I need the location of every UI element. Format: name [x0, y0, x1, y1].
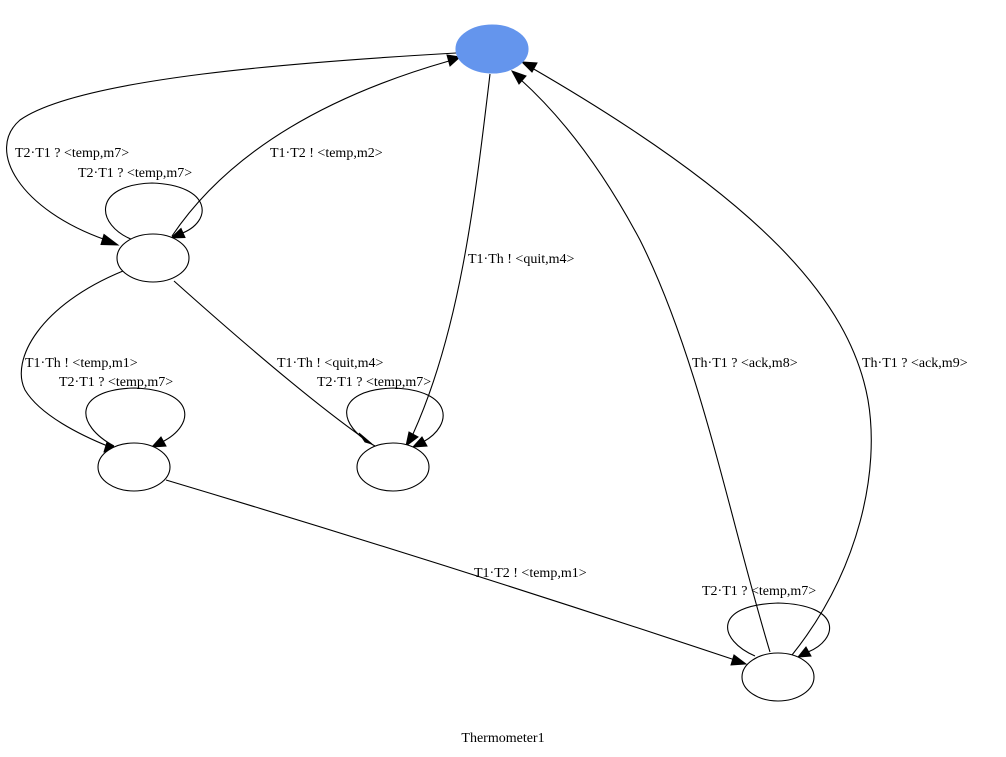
- edge-label: T1·T2 ! <temp,m2>: [270, 146, 383, 161]
- edge-s2-self: [85, 387, 186, 448]
- edge-label: T1·Th ! <temp,m1>: [25, 356, 138, 371]
- edge-s3-self: [346, 387, 444, 448]
- edge-s1-s0: [171, 54, 462, 237]
- edge-label: T2·T1 ? <temp,m7>: [15, 146, 129, 161]
- node-s2: [97, 442, 171, 492]
- edge-label: T1·T2 ! <temp,m1>: [474, 566, 587, 581]
- edge-s0-s1: [6, 52, 457, 246]
- diagram-title: Thermometer1: [461, 731, 544, 746]
- edge-label: T2·T1 ? <temp,m7>: [702, 584, 816, 599]
- edge-label: T1·Th ! <quit,m4>: [277, 356, 383, 371]
- edge-label: T2·T1 ? <temp,m7>: [59, 375, 173, 390]
- edge-label: Th·T1 ? <ack,m8>: [692, 356, 798, 371]
- node-s4: [741, 652, 815, 702]
- edge-s2-s4: [165, 479, 748, 666]
- node-s1: [116, 233, 190, 283]
- node-s3: [356, 442, 430, 492]
- edge-label: T2·T1 ? <temp,m7>: [78, 166, 192, 181]
- edge-s4-s0-m9: [520, 61, 872, 656]
- edge-label: Th·T1 ? <ack,m9>: [862, 356, 968, 371]
- edge-s4-s0-m8: [510, 70, 771, 653]
- edge-s0-s3: [405, 73, 491, 448]
- edge-s1-self: [105, 182, 203, 241]
- edge-label: T1·Th ! <quit,m4>: [468, 252, 574, 267]
- edge-label: T2·T1 ? <temp,m7>: [317, 375, 431, 390]
- node-initial: [455, 24, 529, 74]
- edge-s4-self: [727, 602, 831, 658]
